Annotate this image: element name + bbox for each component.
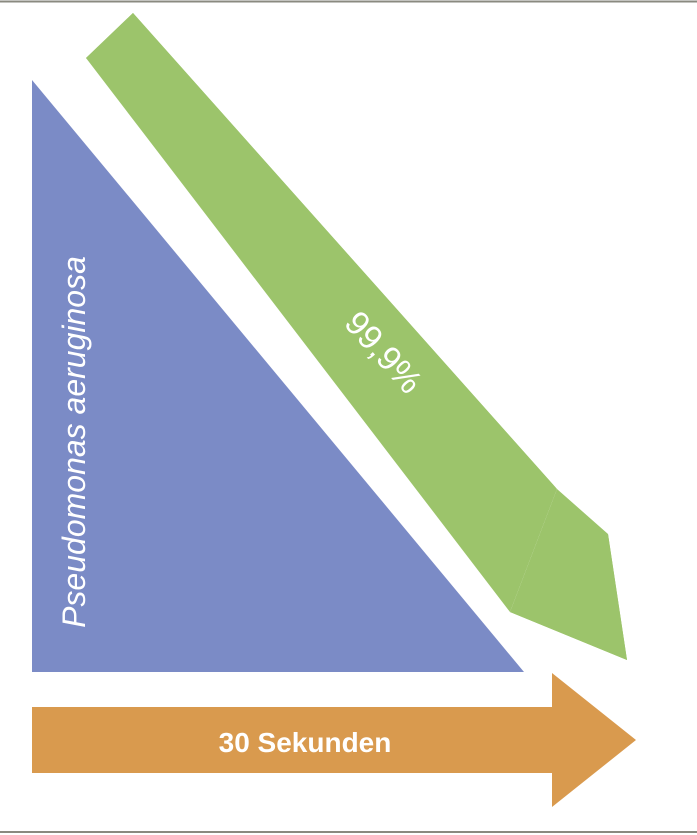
reduction-arrow-head [510,534,627,660]
time-arrow [32,673,636,807]
triangle-label: Pseudomonas aeruginosa [56,256,92,628]
time-label: 30 Sekunden [219,727,392,758]
bacteria-triangle [32,80,524,672]
reduction-arrow-body [86,13,557,612]
